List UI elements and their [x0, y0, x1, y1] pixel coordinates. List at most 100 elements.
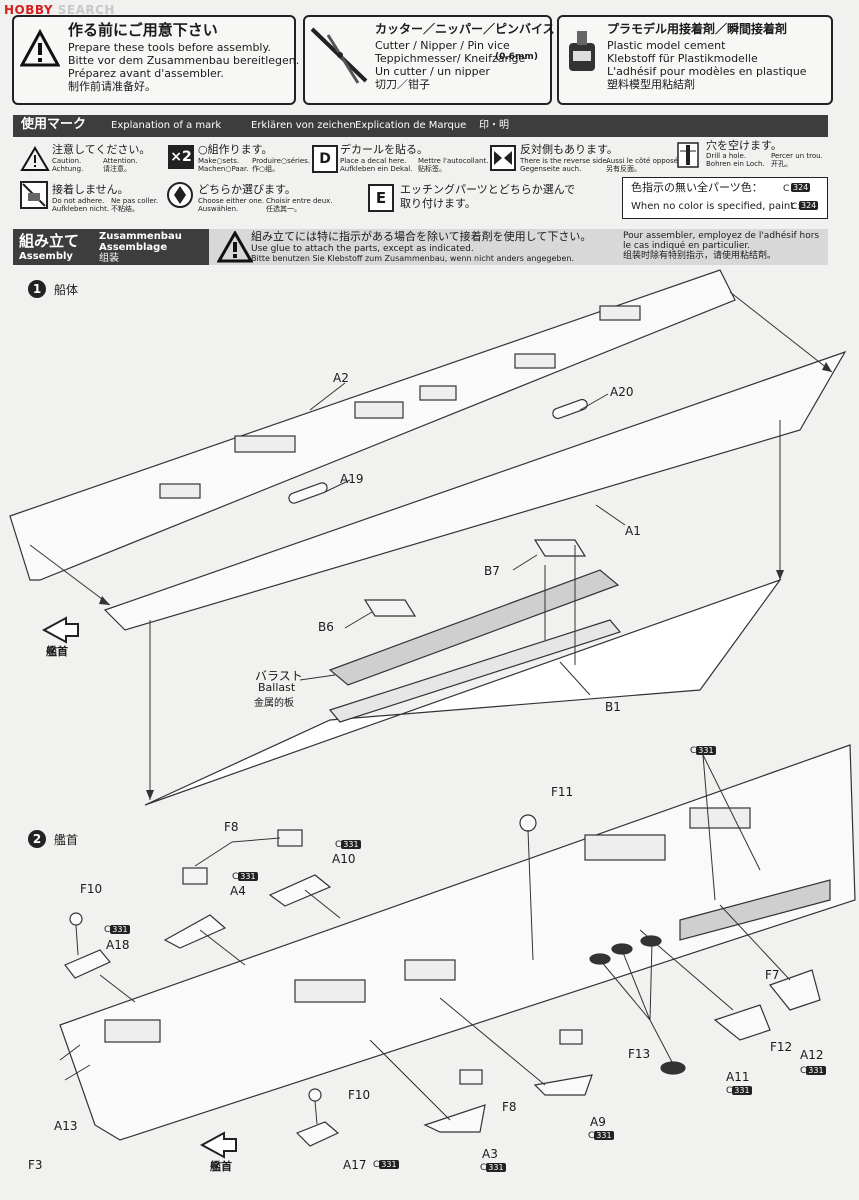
deck-color-code: 331 — [696, 746, 716, 755]
tools-box: カッター／ニッパー／ピンバイス Cutter / Nipper / Pin vi… — [303, 15, 555, 105]
cement-line-de: Klebstoff für Plastikmodelle — [607, 52, 758, 65]
bow-arrow-2 — [199, 1131, 237, 1159]
a3-color-c: C — [480, 1163, 487, 1173]
etching-icon: E — [368, 184, 394, 212]
step2-title: 艦首 — [54, 833, 79, 847]
mark-noglue-en: Do not adhere. — [52, 197, 105, 205]
step1-bow-label: 艦首 — [46, 645, 68, 658]
caution-mark-icon — [20, 146, 50, 171]
tools-title: カッター／ニッパー／ピンバイス — [375, 22, 555, 36]
step1-number: 1 — [28, 280, 46, 298]
color-note-c2: C — [791, 202, 798, 212]
assembly-de: Zusammenbau — [99, 231, 182, 242]
part-a12 — [769, 969, 821, 1011]
mark-sets-de: Machen○Paar. — [198, 165, 249, 173]
mark-noglue-cn: 不粘结。 — [111, 205, 139, 213]
mark-decal-cn: 贴标签。 — [418, 165, 446, 173]
label-f8-bottom: F8 — [502, 1100, 517, 1114]
default-color-note: 色指示の無い全パーツ色： C 324 When no color is spec… — [622, 177, 828, 219]
a17-color-code: 331 — [379, 1160, 399, 1169]
mark-sets-cn: 作○组。 — [252, 165, 280, 173]
assembly-note-fr1: Pour assembler, employez de l'adhésif ho… — [623, 231, 820, 241]
label-f12: F12 — [770, 1040, 793, 1054]
label-f7: F7 — [765, 968, 780, 982]
mark-reverse-jp: 反対側もあります。 — [520, 143, 618, 156]
mark-decal-fr: Mettre l'autocollant. — [418, 157, 489, 165]
prepare-line-de: Bitte vor dem Zusammenbau bereitlegen. — [68, 54, 300, 67]
tools-line-cn: 切刀／钳子 — [375, 78, 430, 91]
label-ballast-en: Ballast — [258, 681, 296, 694]
label-a9: A9 — [590, 1115, 606, 1129]
cement-line-en: Plastic model cement — [607, 39, 726, 52]
step1-title: 船体 — [54, 283, 79, 297]
part-a9 — [533, 1074, 593, 1096]
label-a1: A1 — [625, 524, 641, 538]
tools-line-de: Teppichmesser/ Kneifzange — [375, 52, 526, 65]
label-a3: A3 — [482, 1147, 498, 1161]
assembly-note-de: Bitte benutzen Sie Klebstoff zum Zusamme… — [251, 254, 575, 263]
mark-sets-jp: ○組作ります。 — [198, 143, 273, 156]
part-a18 — [64, 949, 111, 979]
mark-reverse-cn: 另有反面。 — [606, 165, 641, 173]
label-a4: A4 — [230, 884, 246, 898]
marks-bar-de: Erklären von zeichen — [251, 120, 356, 131]
mark-noglue-jp: 接着しません。 — [52, 183, 129, 196]
nipper-icon — [310, 27, 368, 84]
cement-title: プラモデル用接着剤／瞬間接着剤 — [607, 22, 788, 36]
label-f13: F13 — [628, 1047, 651, 1061]
make-sets-icon: ×2 — [168, 145, 194, 169]
a12-color-c: C — [800, 1066, 807, 1076]
color-note-jp: 色指示の無い全パーツ色： — [631, 181, 763, 194]
mark-sets-fr: Produire○séries. — [252, 157, 311, 165]
mark-etching-jp2: 取り付けます。 — [400, 197, 476, 210]
bow-arrow-1 — [41, 616, 79, 644]
mark-decal-de: Aufkleben ein Dekal. — [340, 165, 413, 173]
a18-color-c: C — [104, 925, 111, 935]
mark-choose-de: Auswählen. — [198, 205, 239, 213]
label-a13: A13 — [54, 1119, 78, 1133]
hull-part-a1 — [103, 350, 847, 631]
deck-color-c: C — [690, 746, 697, 756]
marks-bar-jp: 使用マーク — [21, 117, 87, 132]
assembly-header: 組み立て Assembly Zusammenbau Assemblage 组装 … — [13, 229, 828, 265]
assembly-note-en: Use glue to attach the parts, except as … — [251, 244, 474, 254]
label-a20: A20 — [610, 385, 634, 399]
a11-color-c: C — [726, 1086, 733, 1096]
mark-caution-de: Achtung. — [52, 165, 84, 173]
mark-caution-cn: 请注意。 — [103, 165, 131, 173]
tools-line-en: Cutter / Nipper / Pin vice — [375, 39, 510, 52]
label-f10-top: F10 — [80, 882, 103, 896]
label-f3: F3 — [28, 1158, 43, 1172]
glue-bottle-icon — [569, 31, 595, 71]
a3-color-code: 331 — [486, 1163, 506, 1172]
label-b1: B1 — [605, 700, 621, 714]
a10-color-c: C — [335, 840, 342, 850]
assembly-fr: Assemblage — [99, 242, 168, 253]
mark-drill-de: Bohren ein Loch. — [706, 160, 765, 168]
tools-line-fr: Un cutter / un nipper — [375, 65, 490, 78]
assembly-note-jp: 組み立てには特に指示がある場合を除いて接着剤を使用して下さい。 — [251, 230, 592, 243]
color-note-en: When no color is specified, paint : — [631, 201, 801, 212]
keel-slot — [328, 619, 622, 723]
mark-sets-en: Make○sets. — [198, 157, 240, 165]
label-a10: A10 — [332, 852, 356, 866]
marks-bar-en: Explanation of a mark — [111, 120, 222, 131]
ballast-plate — [328, 569, 620, 686]
mark-reverse-fr: Aussi le côté opposé. — [606, 157, 681, 165]
label-a2: A2 — [333, 371, 349, 385]
reverse-side-icon — [490, 145, 516, 171]
a18-color-code: 331 — [110, 925, 130, 934]
assembly-note-fr2: le cas indiqué en particulier. — [623, 241, 751, 251]
label-a17: A17 — [343, 1158, 367, 1172]
mark-noglue-de: Aufkleben nicht. — [52, 205, 110, 213]
mark-noglue-fr: Ne pas coller. — [111, 197, 159, 205]
assembly-cn: 组装 — [99, 253, 119, 264]
color-note-code2: 324 — [799, 201, 819, 211]
a9-color-code: 331 — [594, 1131, 614, 1140]
drill-icon — [677, 142, 699, 168]
step2-bow-label: 艦首 — [210, 1160, 232, 1173]
part-a3 — [423, 1104, 486, 1133]
